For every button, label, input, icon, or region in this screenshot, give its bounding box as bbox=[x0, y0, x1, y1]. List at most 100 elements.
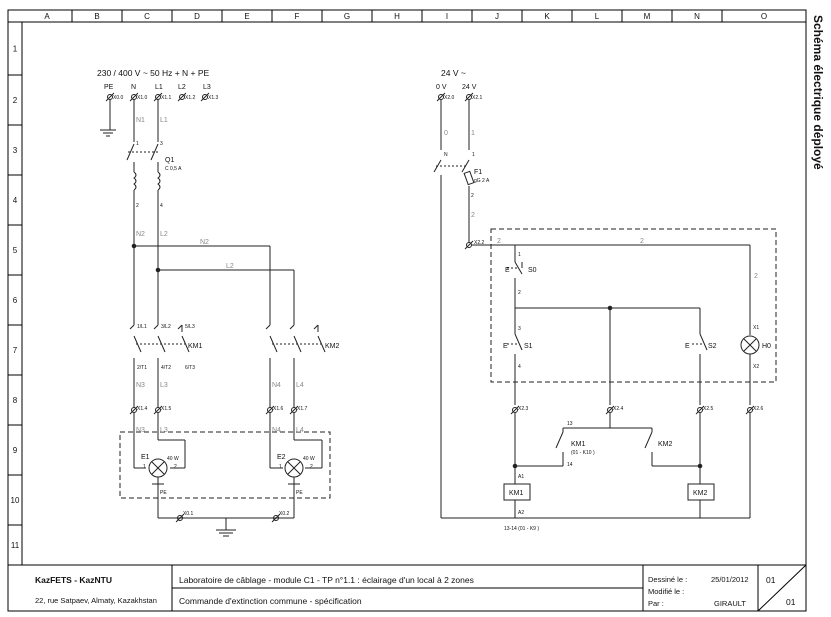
km1-power-contacts bbox=[129, 324, 190, 408]
q1-spec: C 0,5 A bbox=[165, 166, 182, 172]
row-label-8: 8 bbox=[13, 396, 18, 405]
km2-coil-label: KM2 bbox=[693, 490, 708, 497]
km1-aux-ref: (01 - K10 ) bbox=[571, 450, 595, 456]
s0-pin-2: 2 bbox=[518, 290, 521, 296]
terminal-x21: X2.1 bbox=[472, 95, 483, 101]
s0-pin-1: 1 bbox=[518, 252, 521, 258]
wire-n2-a: N2 bbox=[136, 231, 145, 238]
s2-label: S2 bbox=[708, 343, 717, 350]
wire-2-d: 2 bbox=[754, 273, 758, 280]
org-name: KazFETS - KazNTU bbox=[35, 575, 112, 585]
km2-aux-label: KM2 bbox=[658, 441, 673, 448]
ground-symbol bbox=[100, 100, 116, 137]
created-date: 25/01/2012 bbox=[711, 575, 749, 584]
lamp-e1-icon bbox=[148, 458, 168, 500]
km1-pin-4t2: 4/T2 bbox=[161, 365, 171, 371]
column-label-c: C bbox=[144, 12, 150, 21]
terminal-x15: X1.5 bbox=[161, 406, 172, 412]
s1-e: E bbox=[503, 343, 508, 350]
km1-coil-a2: A2 bbox=[518, 510, 524, 516]
km1-coil-ref: 13-14 (01 - K9 ) bbox=[504, 526, 539, 532]
terminal-x10: X1.0 bbox=[137, 95, 148, 101]
sheet-total: 01 bbox=[786, 597, 796, 607]
s1-pin-3: 3 bbox=[518, 326, 521, 332]
lamp-enclosure bbox=[119, 431, 331, 499]
column-label-h: H bbox=[394, 12, 400, 21]
km2-contacts-label: KM2 bbox=[325, 343, 340, 350]
lamp-e1-pin-1: 1 bbox=[143, 464, 146, 470]
s0-stop-button-symbol bbox=[507, 245, 523, 308]
q1-pin-3: 3 bbox=[160, 141, 163, 147]
wire-l1: L1 bbox=[160, 117, 168, 124]
l3-label: L3 bbox=[203, 84, 211, 91]
lamp-e2-pin-2: 2 bbox=[310, 464, 313, 470]
drawing-title: Laboratoire de câblage - module C1 - TP … bbox=[179, 575, 474, 585]
side-title: Schéma électrique déployé bbox=[811, 15, 825, 170]
terminal-x12: X1.2 bbox=[185, 95, 196, 101]
row-grid bbox=[8, 74, 22, 526]
row-label-11: 11 bbox=[11, 541, 20, 550]
terminal-x02: X0.2 bbox=[279, 511, 290, 517]
h0-label: H0 bbox=[762, 343, 771, 350]
column-label-j: J bbox=[495, 12, 499, 21]
column-label-k: K bbox=[544, 12, 550, 21]
wire-n3-b: N3 bbox=[136, 427, 145, 434]
wire-n1: N1 bbox=[136, 117, 145, 124]
q1-label: Q1 bbox=[165, 157, 174, 164]
km1-coil-a1: A1 bbox=[518, 474, 524, 480]
row-label-1: 1 bbox=[13, 45, 18, 54]
column-label-o: O bbox=[761, 12, 767, 21]
control-circuit: 24 V ~ 0 V 24 V X2.0 X2.1 0 1 N 1 F1 bbox=[433, 68, 777, 532]
column-grid bbox=[71, 10, 723, 22]
l2-label: L2 bbox=[178, 84, 186, 91]
terminal-x00: X0.0 bbox=[113, 95, 124, 101]
terminal-x25: X2.5 bbox=[703, 406, 714, 412]
drawing-frame bbox=[7, 9, 807, 612]
created-label: Dessiné le : bbox=[648, 575, 687, 584]
row-label-5: 5 bbox=[13, 246, 18, 255]
km1-contacts-label: KM1 bbox=[188, 343, 203, 350]
wire-2-c: 2 bbox=[640, 238, 644, 245]
km1-pin-1l1: 1/L1 bbox=[137, 324, 147, 330]
terminal-symbols-row8 bbox=[129, 405, 299, 415]
lamp-e1-power: 40 W bbox=[167, 456, 179, 462]
h0-lamp-icon bbox=[740, 335, 760, 405]
column-label-i: I bbox=[446, 12, 448, 21]
s2-button-symbol bbox=[692, 333, 708, 405]
km1-pin-6t3: 6/T3 bbox=[185, 365, 195, 371]
column-label-e: E bbox=[244, 12, 249, 21]
q1-breaker-symbol bbox=[126, 143, 161, 325]
switch-pin-n: N bbox=[444, 152, 448, 158]
km1-pin-3l2: 3/L2 bbox=[161, 324, 171, 330]
s0-label: S0 bbox=[528, 267, 537, 274]
h0-pin-x2: X2 bbox=[753, 364, 759, 370]
wire-0: 0 bbox=[444, 130, 448, 137]
wire-n2-b: N2 bbox=[200, 239, 209, 246]
f1-label: F1 bbox=[474, 169, 482, 176]
column-label-l: L bbox=[595, 12, 600, 21]
lamp-e1-pin-2: 2 bbox=[174, 464, 177, 470]
lamp-e2-label: E2 bbox=[277, 454, 286, 461]
author-label: Par : bbox=[648, 599, 664, 608]
modified-label: Modifié le : bbox=[648, 587, 684, 596]
l1-label: L1 bbox=[155, 84, 163, 91]
power-circuit: 230 / 400 V ~ 50 Hz + N + PE PE N L1 L2 … bbox=[97, 68, 340, 537]
km1-coil bbox=[503, 483, 531, 501]
column-label-b: B bbox=[94, 12, 99, 21]
column-label-g: G bbox=[344, 12, 350, 21]
terminal-x26: X2.6 bbox=[753, 406, 764, 412]
km1-coil-label: KM1 bbox=[509, 490, 524, 497]
wire-l3: L3 bbox=[160, 382, 168, 389]
column-label-f: F bbox=[295, 12, 300, 21]
terminal-symbols-top bbox=[105, 92, 210, 102]
wire-l4: L4 bbox=[296, 382, 304, 389]
lamp-e1-pe: PE bbox=[160, 490, 167, 496]
terminal-x22: X2.2 bbox=[474, 240, 485, 246]
km1-aux-label: KM1 bbox=[571, 441, 586, 448]
lamp-e2-power: 40 W bbox=[303, 456, 315, 462]
km1-aux-pin-13: 13 bbox=[567, 421, 573, 427]
km2-power-contacts bbox=[265, 324, 326, 408]
column-label-a: A bbox=[44, 12, 50, 21]
wire-n3: N3 bbox=[136, 382, 145, 389]
